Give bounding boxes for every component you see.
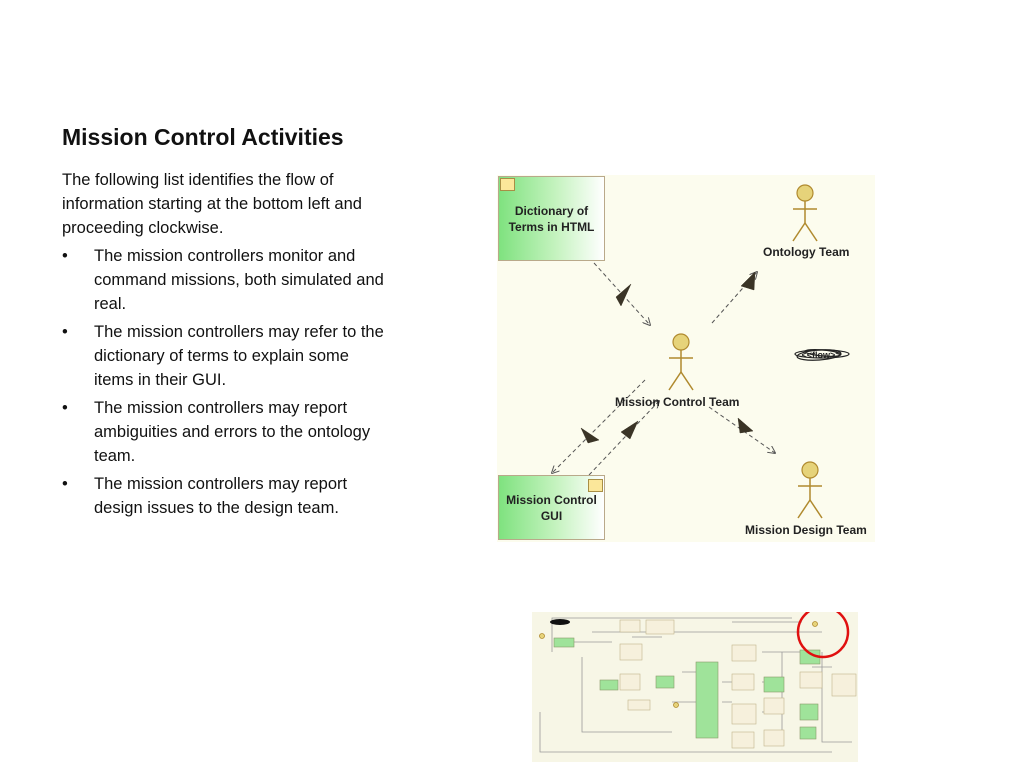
- flow-arrowhead-icon: [615, 283, 632, 307]
- intro-paragraph: The following list identifies the flow o…: [62, 171, 362, 237]
- flow-stereotype-label: <<flow>>: [801, 350, 840, 360]
- slide-body: The following list identifies the flow o…: [62, 168, 384, 524]
- actor-ontology-label: Ontology Team: [763, 245, 850, 259]
- flow-arrowhead-icon: [737, 417, 754, 434]
- actor-design-label: Mission Design Team: [745, 523, 867, 537]
- gui-box: Mission Control GUI: [498, 475, 605, 540]
- bullet-icon: •: [62, 323, 68, 341]
- bullet-icon: •: [62, 399, 68, 417]
- flow-line-gui-to-mct: [588, 401, 659, 476]
- flow-arrowhead-icon: [580, 427, 600, 444]
- flow-arrowhead-icon: [620, 420, 639, 440]
- actor-mission-control-label: Mission Control Team: [615, 395, 740, 409]
- bullet-text: The mission controllers may report desig…: [94, 475, 348, 517]
- bullet-item: • The mission controllers may report ambi…: [62, 396, 384, 468]
- overview-diagram-graphic: [539, 605, 857, 753]
- overview-scribble-icon: [550, 619, 570, 625]
- bullet-text: The mission controllers may report ambig…: [94, 399, 371, 465]
- actor-ontology-icon: [792, 184, 818, 242]
- dictionary-box-label: Dictionary of Terms in HTML: [508, 203, 595, 234]
- flow-arrowhead-icon: [740, 271, 756, 291]
- dictionary-box: Dictionary of Terms in HTML: [498, 176, 605, 261]
- actor-mission-control-icon: [668, 333, 694, 391]
- bullet-item: • The mission controllers monitor and com…: [62, 244, 384, 316]
- highlight-circle-icon: [796, 605, 850, 659]
- bullet-icon: •: [62, 475, 68, 493]
- bullet-text: The mission controllers monitor and comm…: [94, 247, 384, 313]
- overview-diagram: [532, 605, 858, 762]
- html-artifact-icon: [500, 178, 515, 191]
- bullet-icon: •: [62, 247, 68, 265]
- diagram-connectors: <<flow>>: [497, 184, 850, 519]
- flow-stereotype-icon: [794, 349, 850, 361]
- flow-line-mct-to-gui: [552, 379, 646, 473]
- component-icon: [588, 479, 603, 492]
- flow-diagram: <<flow>> Dictionary of Terms in HTML Mi: [497, 175, 875, 542]
- slide-title: Mission Control Activities: [62, 124, 344, 150]
- bullet-list: • The mission controllers monitor and com…: [62, 244, 384, 520]
- bullet-text: The mission controllers may refer to the…: [94, 323, 384, 389]
- actor-design-icon: [797, 461, 823, 519]
- bullet-item: • The mission controllers may refer to th…: [62, 320, 384, 392]
- bullet-item: • The mission controllers may report desi…: [62, 472, 384, 520]
- gui-box-label: Mission Control GUI: [506, 492, 597, 523]
